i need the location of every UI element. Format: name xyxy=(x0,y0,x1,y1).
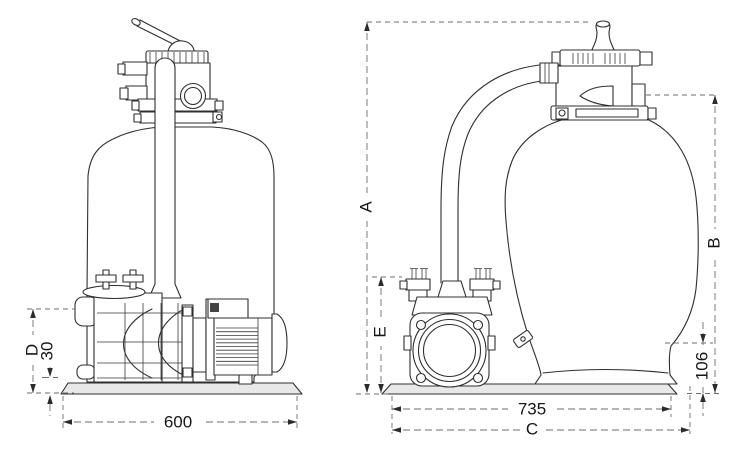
dim-label-a: A xyxy=(357,201,376,213)
tank-foot-seam xyxy=(542,368,669,374)
pump-union-left xyxy=(405,278,431,291)
filter-tank-front xyxy=(504,118,699,385)
dim-30: 30 xyxy=(38,335,58,416)
dim-d: D xyxy=(23,308,74,394)
strainer-pot xyxy=(93,292,163,383)
motor-foot xyxy=(238,374,253,385)
motor-adapter xyxy=(192,317,207,373)
dim-label-d: D xyxy=(23,344,42,356)
standpipe xyxy=(148,57,182,299)
valve-port-upper xyxy=(122,61,148,76)
pump-inlet-flare xyxy=(437,280,467,298)
pump-assembly-front xyxy=(399,268,501,388)
valve-side-tab xyxy=(631,83,646,109)
tank-clamp-ring xyxy=(133,111,223,124)
dim-label-735: 735 xyxy=(518,400,546,419)
dim-b: B xyxy=(646,94,724,394)
pump-assembly-side xyxy=(74,269,288,385)
tank-drain-fitting xyxy=(512,329,534,349)
dim-a: A xyxy=(356,21,590,395)
base-plate-left xyxy=(60,382,303,395)
dim-106: 106 xyxy=(665,322,713,416)
dim-735: 735 xyxy=(391,396,672,434)
valve-cap-front xyxy=(559,49,641,67)
basket-cage-grid xyxy=(97,303,182,380)
multiport-valve-front xyxy=(539,20,657,121)
dim-label-30: 30 xyxy=(38,342,57,361)
right-front-view: A E B 106 xyxy=(356,20,724,439)
motor-end-bell xyxy=(271,313,288,373)
dim-label-e: E xyxy=(371,326,390,337)
dim-c: C xyxy=(392,386,691,439)
left-side-view: D 30 600 xyxy=(23,18,303,432)
pump-bracket xyxy=(411,296,493,316)
valve-flow-wedge xyxy=(579,85,614,107)
dim-600: 600 xyxy=(62,396,298,432)
motor-cooling-ribs xyxy=(216,318,259,375)
pump-union-right xyxy=(469,278,495,291)
valve-handle-mount xyxy=(167,40,195,52)
valve-clamp xyxy=(137,98,218,112)
valve-handle-grip xyxy=(131,18,141,26)
pump-drain-stub xyxy=(76,364,96,380)
multiport-valve-side xyxy=(117,18,224,112)
dim-label-106: 106 xyxy=(693,352,712,380)
valve-body-front xyxy=(555,65,633,109)
valve-cap xyxy=(145,50,209,65)
dim-label-c: C xyxy=(526,420,538,439)
connection-hose xyxy=(440,63,553,284)
valve-port-lower xyxy=(125,85,148,101)
dim-label-b: B xyxy=(705,237,724,248)
dim-label-600: 600 xyxy=(164,413,192,432)
dim-e: E xyxy=(371,276,402,393)
